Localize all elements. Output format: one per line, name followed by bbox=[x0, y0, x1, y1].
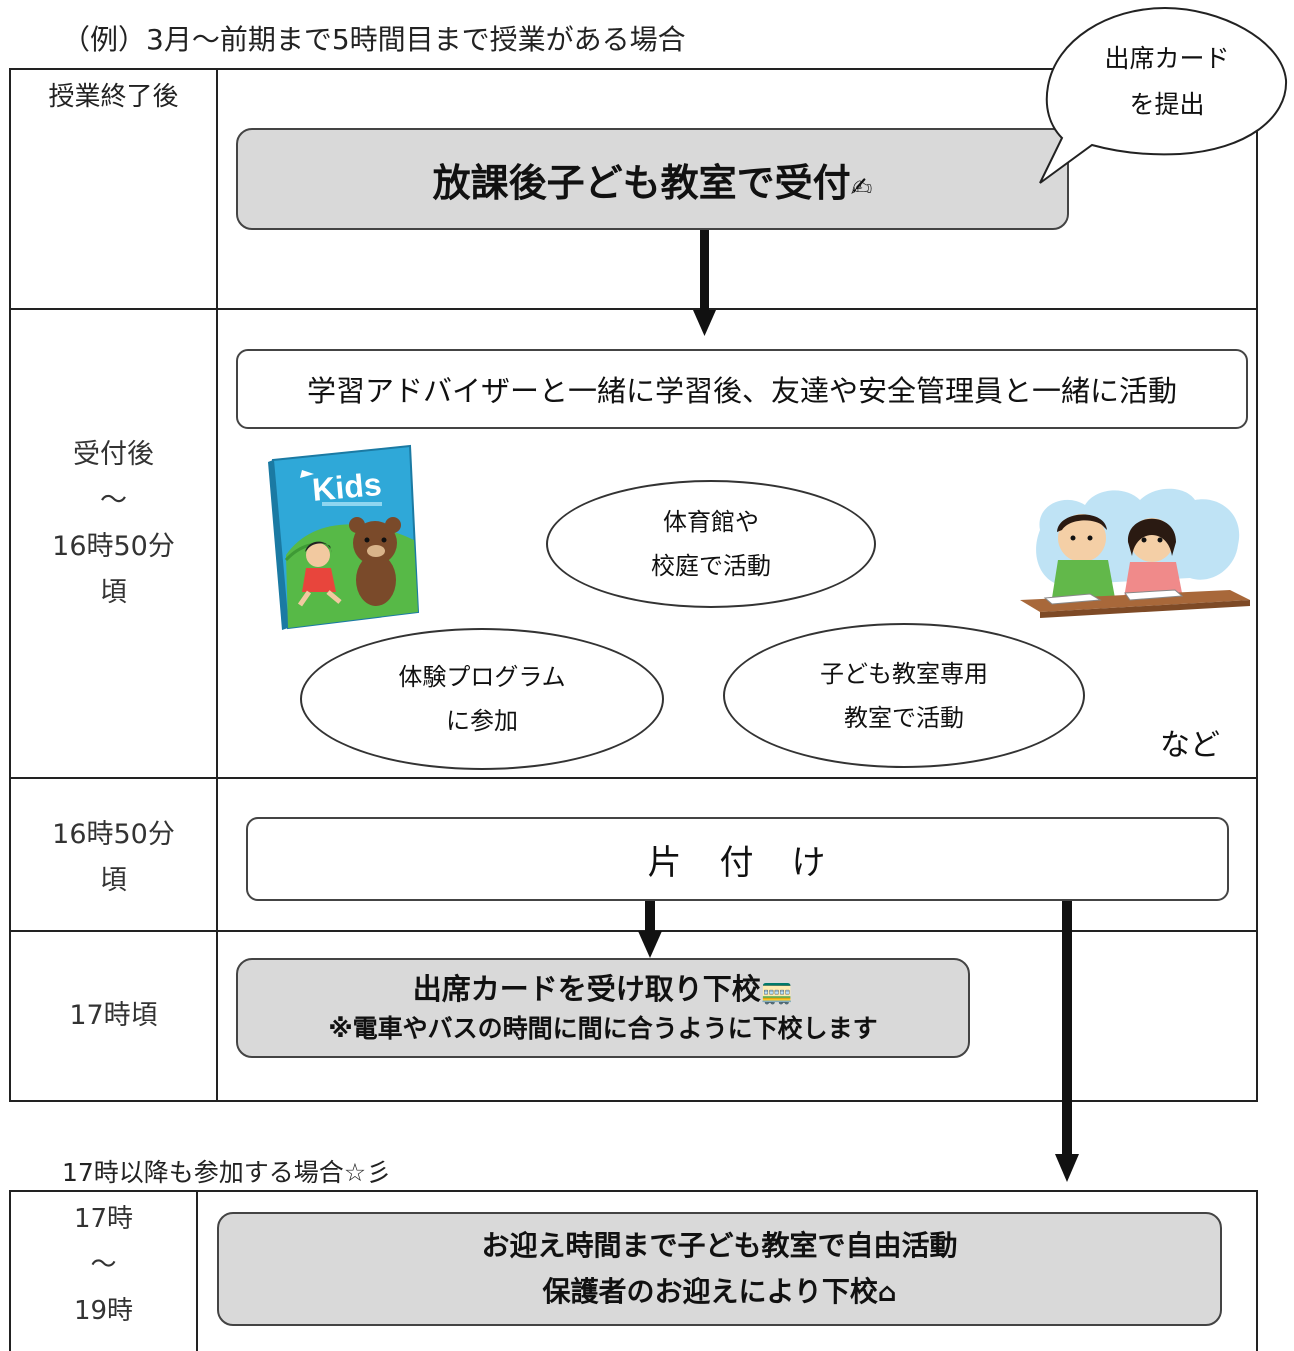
arrow-cleanup-to-pickup bbox=[1055, 901, 1079, 1182]
dismissal-note: ※電車やバスの時間に間に合うように下校します bbox=[328, 1014, 878, 1043]
speech-bubble-text: 出席カード を提出 bbox=[1104, 44, 1230, 119]
time-after-class: 授業終了後 bbox=[48, 82, 179, 112]
example-caption: （例）3月～前期まで5時間目まで授業がある場合 bbox=[62, 23, 686, 56]
reception-box: 放課後子ども教室で受付✍ bbox=[236, 128, 1069, 230]
activity-program: 体験プログラム に参加 bbox=[300, 628, 664, 770]
house-icon: ⌂ bbox=[877, 1277, 897, 1308]
time-1650: 16時50分 頃 bbox=[52, 819, 175, 896]
pickup-line1: お迎え時間まで子ども教室で自由活動 bbox=[481, 1228, 958, 1262]
writing-hand-icon: ✍ bbox=[850, 172, 873, 203]
pickup-box: お迎え時間まで子ども教室で自由活動 保護者のお迎えにより下校⌂ bbox=[217, 1212, 1222, 1326]
time-1700: 17時頃 bbox=[69, 1000, 158, 1031]
activity-gym: 体育館や 校庭で活動 bbox=[546, 480, 876, 608]
dismissal-box: 出席カードを受け取り下校🚃 ※電車やバスの時間に間に合うように下校します bbox=[236, 958, 970, 1058]
pickup-line2: 保護者のお迎えにより下校 bbox=[542, 1274, 878, 1308]
dismissal-label: 出席カードを受け取り下校 bbox=[412, 972, 761, 1006]
time-17-19: 17時 ～ 19時 bbox=[73, 1204, 134, 1326]
cleanup-label: 片 付 け bbox=[647, 842, 828, 883]
arrow-cleanup-to-dismissal bbox=[638, 901, 662, 958]
study-label: 学習アドバイザーと一緒に学習後、友達や安全管理員と一緒に活動 bbox=[306, 374, 1177, 408]
etc-label: など bbox=[1160, 728, 1220, 763]
reception-label: 放課後子ども教室で受付 bbox=[432, 160, 851, 205]
study-box: 学習アドバイザーと一緒に学習後、友達や安全管理員と一緒に活動 bbox=[236, 349, 1248, 429]
after-caption: 17時以降も参加する場合☆彡 bbox=[62, 1158, 392, 1187]
book-title: Kids bbox=[311, 466, 383, 508]
activity-classroom: 子ども教室専用 教室で活動 bbox=[723, 623, 1085, 768]
train-icon: 🚃 bbox=[760, 976, 794, 1006]
arrow-reception-to-study bbox=[693, 230, 716, 336]
time-after-reception: 受付後 ～ 16時50分 頃 bbox=[52, 439, 175, 608]
cleanup-box: 片 付 け bbox=[246, 817, 1229, 901]
